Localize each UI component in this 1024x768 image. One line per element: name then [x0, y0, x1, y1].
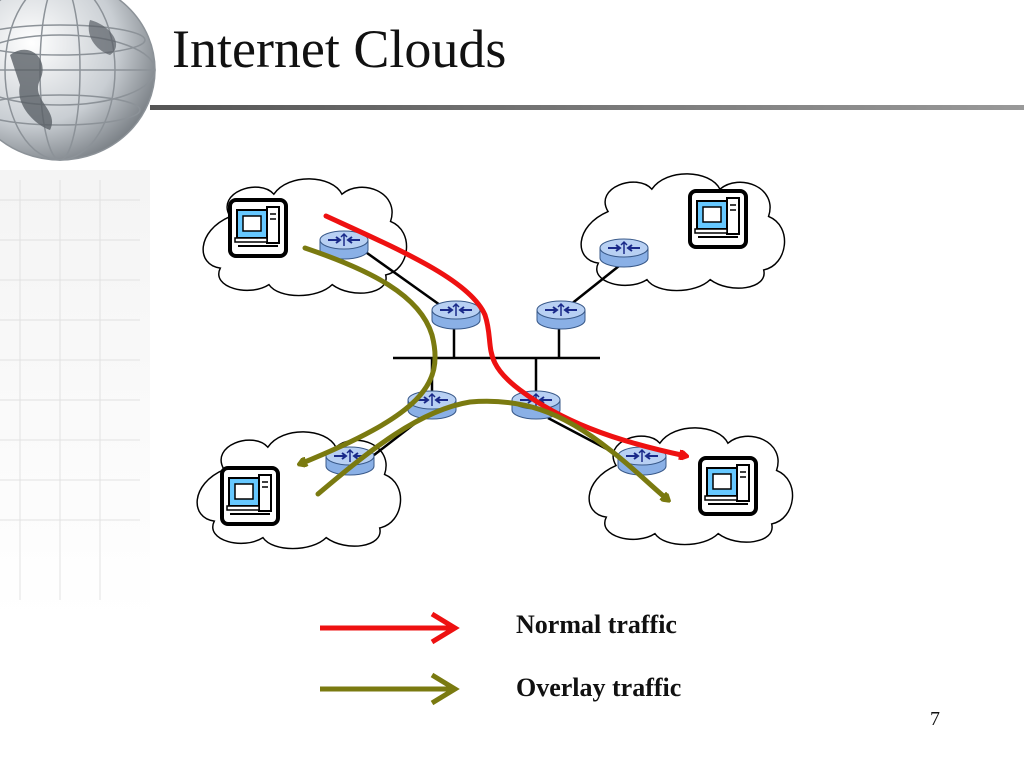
normal-traffic-path	[323, 213, 686, 456]
cloud-bottom-right	[588, 427, 794, 546]
slide-title: Internet Clouds	[172, 19, 507, 79]
page-number: 7	[930, 708, 940, 730]
router-icon	[599, 238, 649, 268]
computer-icon	[220, 466, 280, 526]
title-divider	[150, 105, 1024, 110]
overlay-traffic-path	[315, 398, 668, 500]
legend-normal-label: Normal traffic	[516, 610, 677, 639]
computer-icon	[698, 456, 758, 516]
overlay-traffic-path	[300, 245, 438, 464]
computer-icon	[688, 189, 748, 249]
router-icon	[431, 300, 481, 330]
globe-icon	[0, 0, 156, 161]
computer-icon	[228, 198, 288, 258]
router-icon	[536, 300, 586, 330]
legend-overlay-label: Overlay traffic	[516, 673, 682, 702]
legend-normal-arrow	[320, 611, 460, 645]
legend-overlay-arrow	[320, 672, 460, 706]
